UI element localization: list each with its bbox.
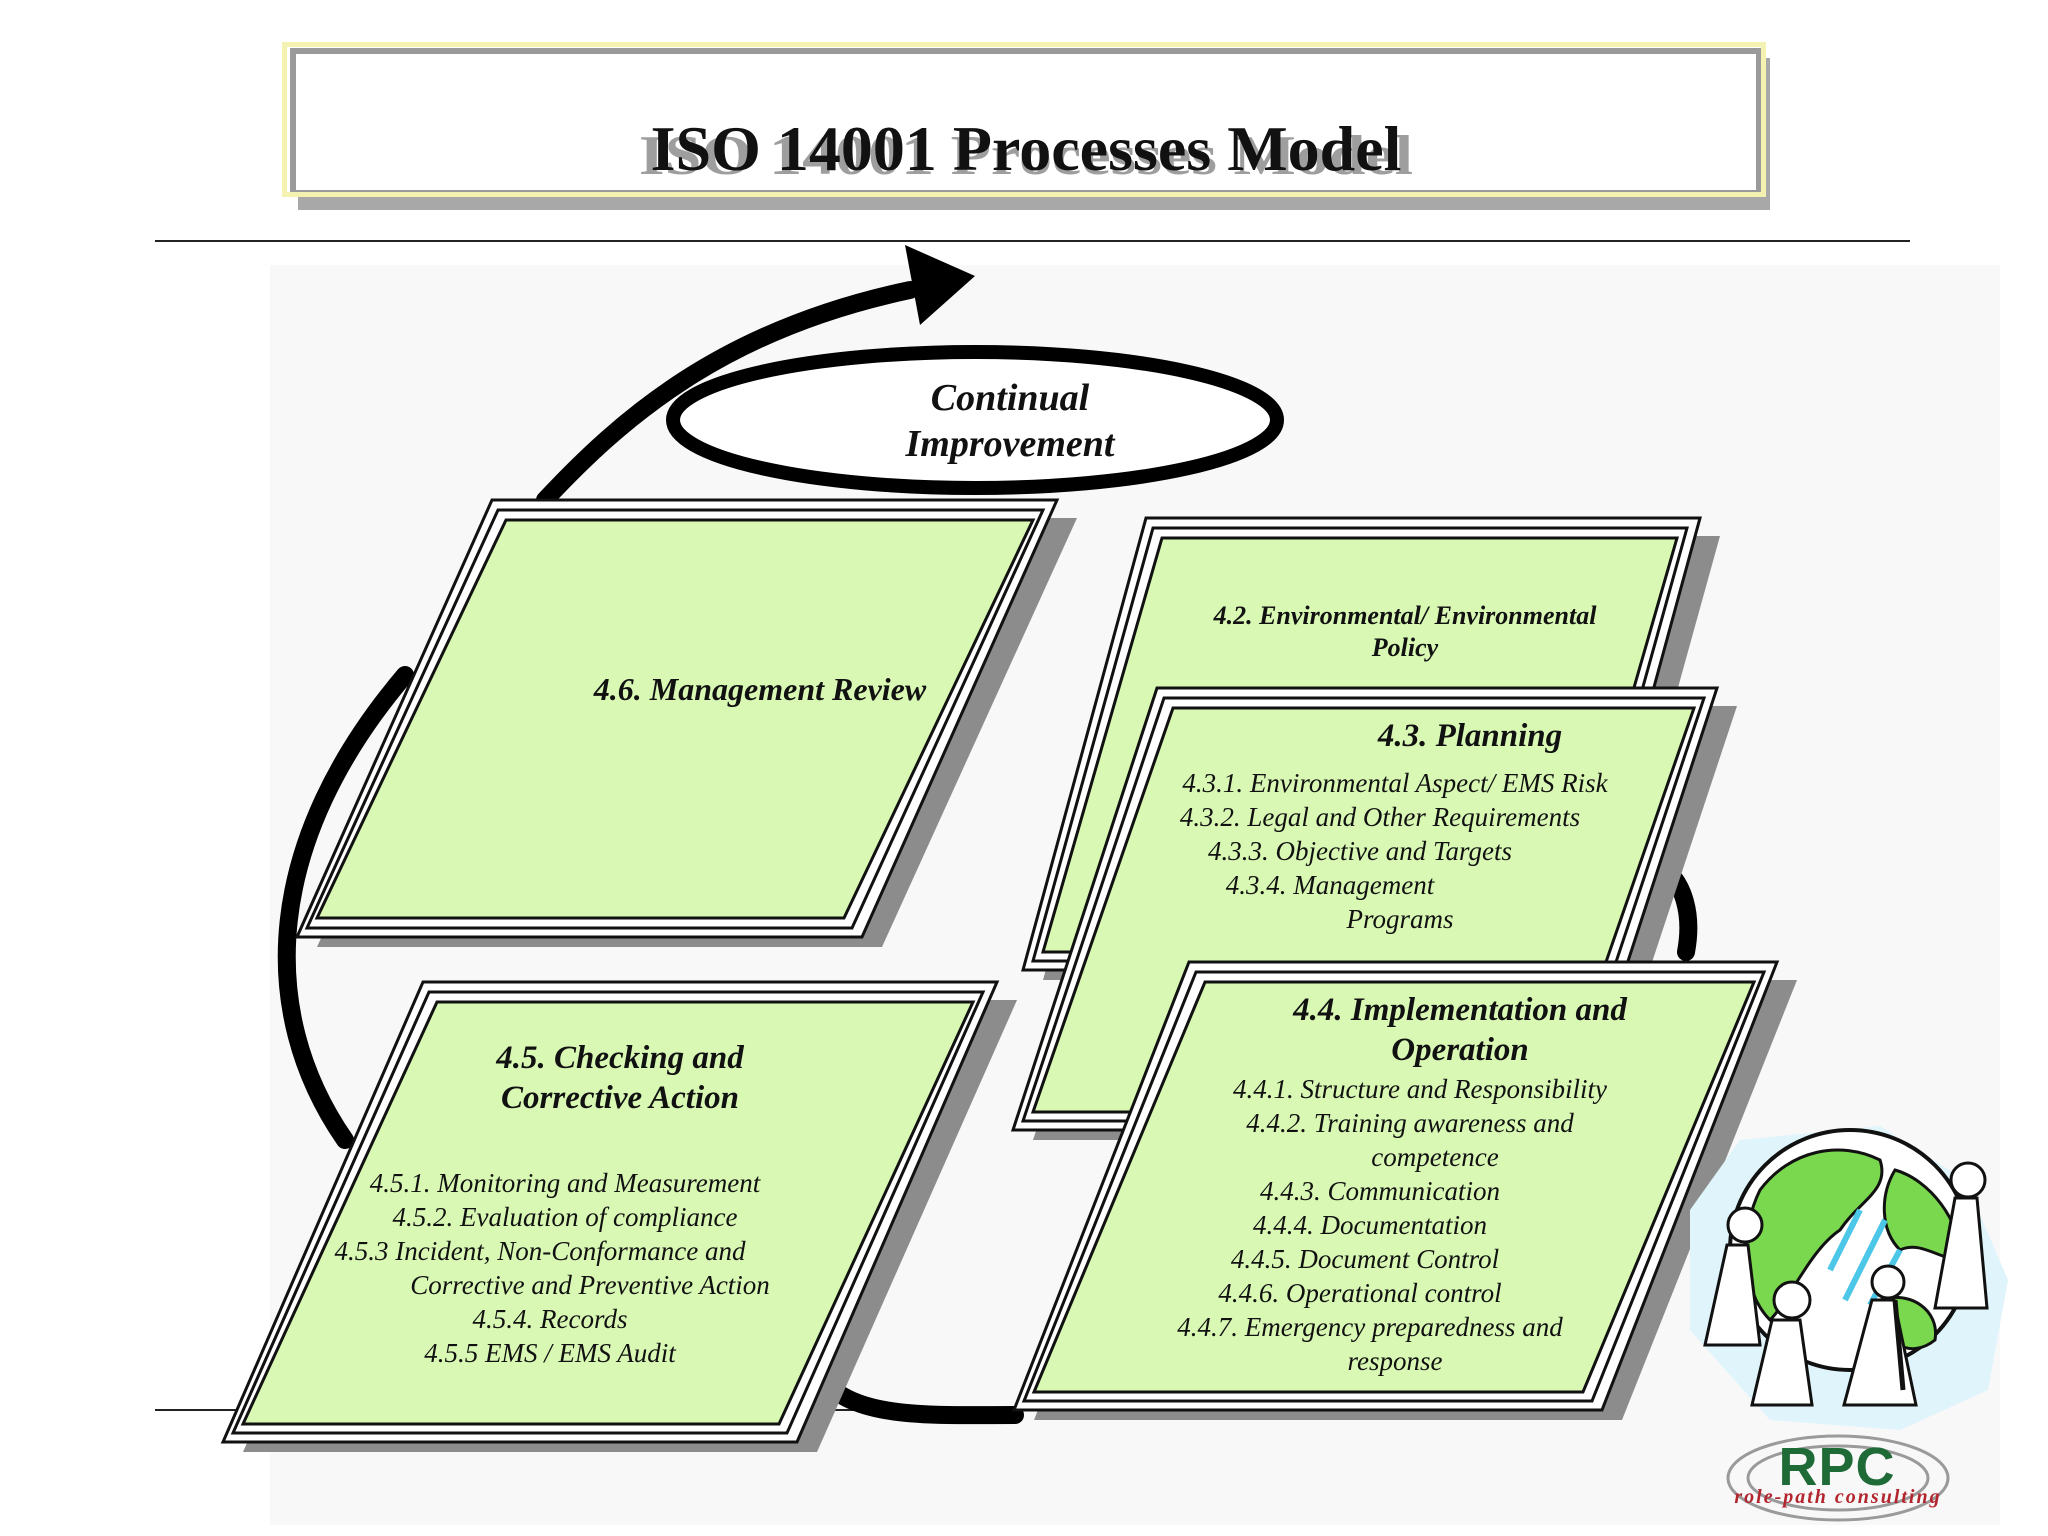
arc-left-arrow [277,666,414,1149]
globe-people-clipart [1690,1126,2008,1430]
rpc-logo-text: RPC [1778,1437,1896,1497]
planning-item: 4.3.1. Environmental Aspect/ EMS Risk [1182,768,1608,798]
arc-top-arrow [536,281,919,509]
implementation-item: 4.4.4. Documentation [1253,1210,1487,1240]
title-reflection: ISO 14001 Processes Model [638,124,1414,187]
policy-heading: 4.2. Environmental/ Environmental Policy [1213,601,1597,662]
arrowhead-icon [905,245,975,325]
implementation-heading: 4.4. Implementation and Operation [1293,992,1627,1069]
implementation-item: competence [1371,1142,1499,1172]
planning-item: 4.3.2. Legal and Other Requirements [1179,802,1581,832]
arc-bottom-arrow [811,1366,1024,1425]
planning-item: 4.3.3. Objective and Targets [1208,836,1512,866]
checking-box [220,980,1017,1452]
checking-item: Corrective and Preventive Action [410,1270,770,1300]
implementation-item: 4.4.7. Emergency preparedness and [1177,1312,1563,1342]
checking-item: 4.5.5 EMS / EMS Audit [424,1338,676,1368]
checking-item: 4.5.1. Monitoring and Measurement [369,1168,761,1198]
continual-improvement-ellipse [666,345,1284,495]
checking-heading: 4.5. Checking and Corrective Action [496,1040,744,1117]
top-divider [155,240,1910,242]
implementation-item: 4.4.1. Structure and Responsibility [1233,1074,1607,1104]
implementation-item: 4.4.2. Training awareness and [1246,1108,1574,1138]
planning-item: Programs [1346,904,1454,934]
implementation-item: 4.4.5. Document Control [1230,1244,1500,1274]
checking-item: 4.5.2. Evaluation of compliance [392,1202,738,1232]
management-review-heading: 4.6. Management Review [593,671,927,707]
checking-item: 4.5.4. Records [472,1304,628,1334]
rpc-logo-subtitle: role-path consulting [1734,1486,1942,1508]
implementation-item: 4.4.3. Communication [1260,1176,1500,1206]
rpc-logo-mark [1726,1434,1950,1522]
continual-improvement-label: Continual Improvement [905,377,1115,466]
planning-heading: 4.3. Planning [1377,718,1563,754]
implementation-item: 4.4.6. Operational control [1218,1278,1502,1308]
page-title: ISO 14001 Processes Model [650,113,1402,184]
implementation-item: response [1347,1346,1443,1376]
planning-item: 4.3.4. Management [1225,870,1435,900]
management-review-box [294,498,1077,947]
implementation-box [1011,960,1797,1420]
checking-item: 4.5.3 Incident, Non-Conformance and [334,1236,746,1266]
